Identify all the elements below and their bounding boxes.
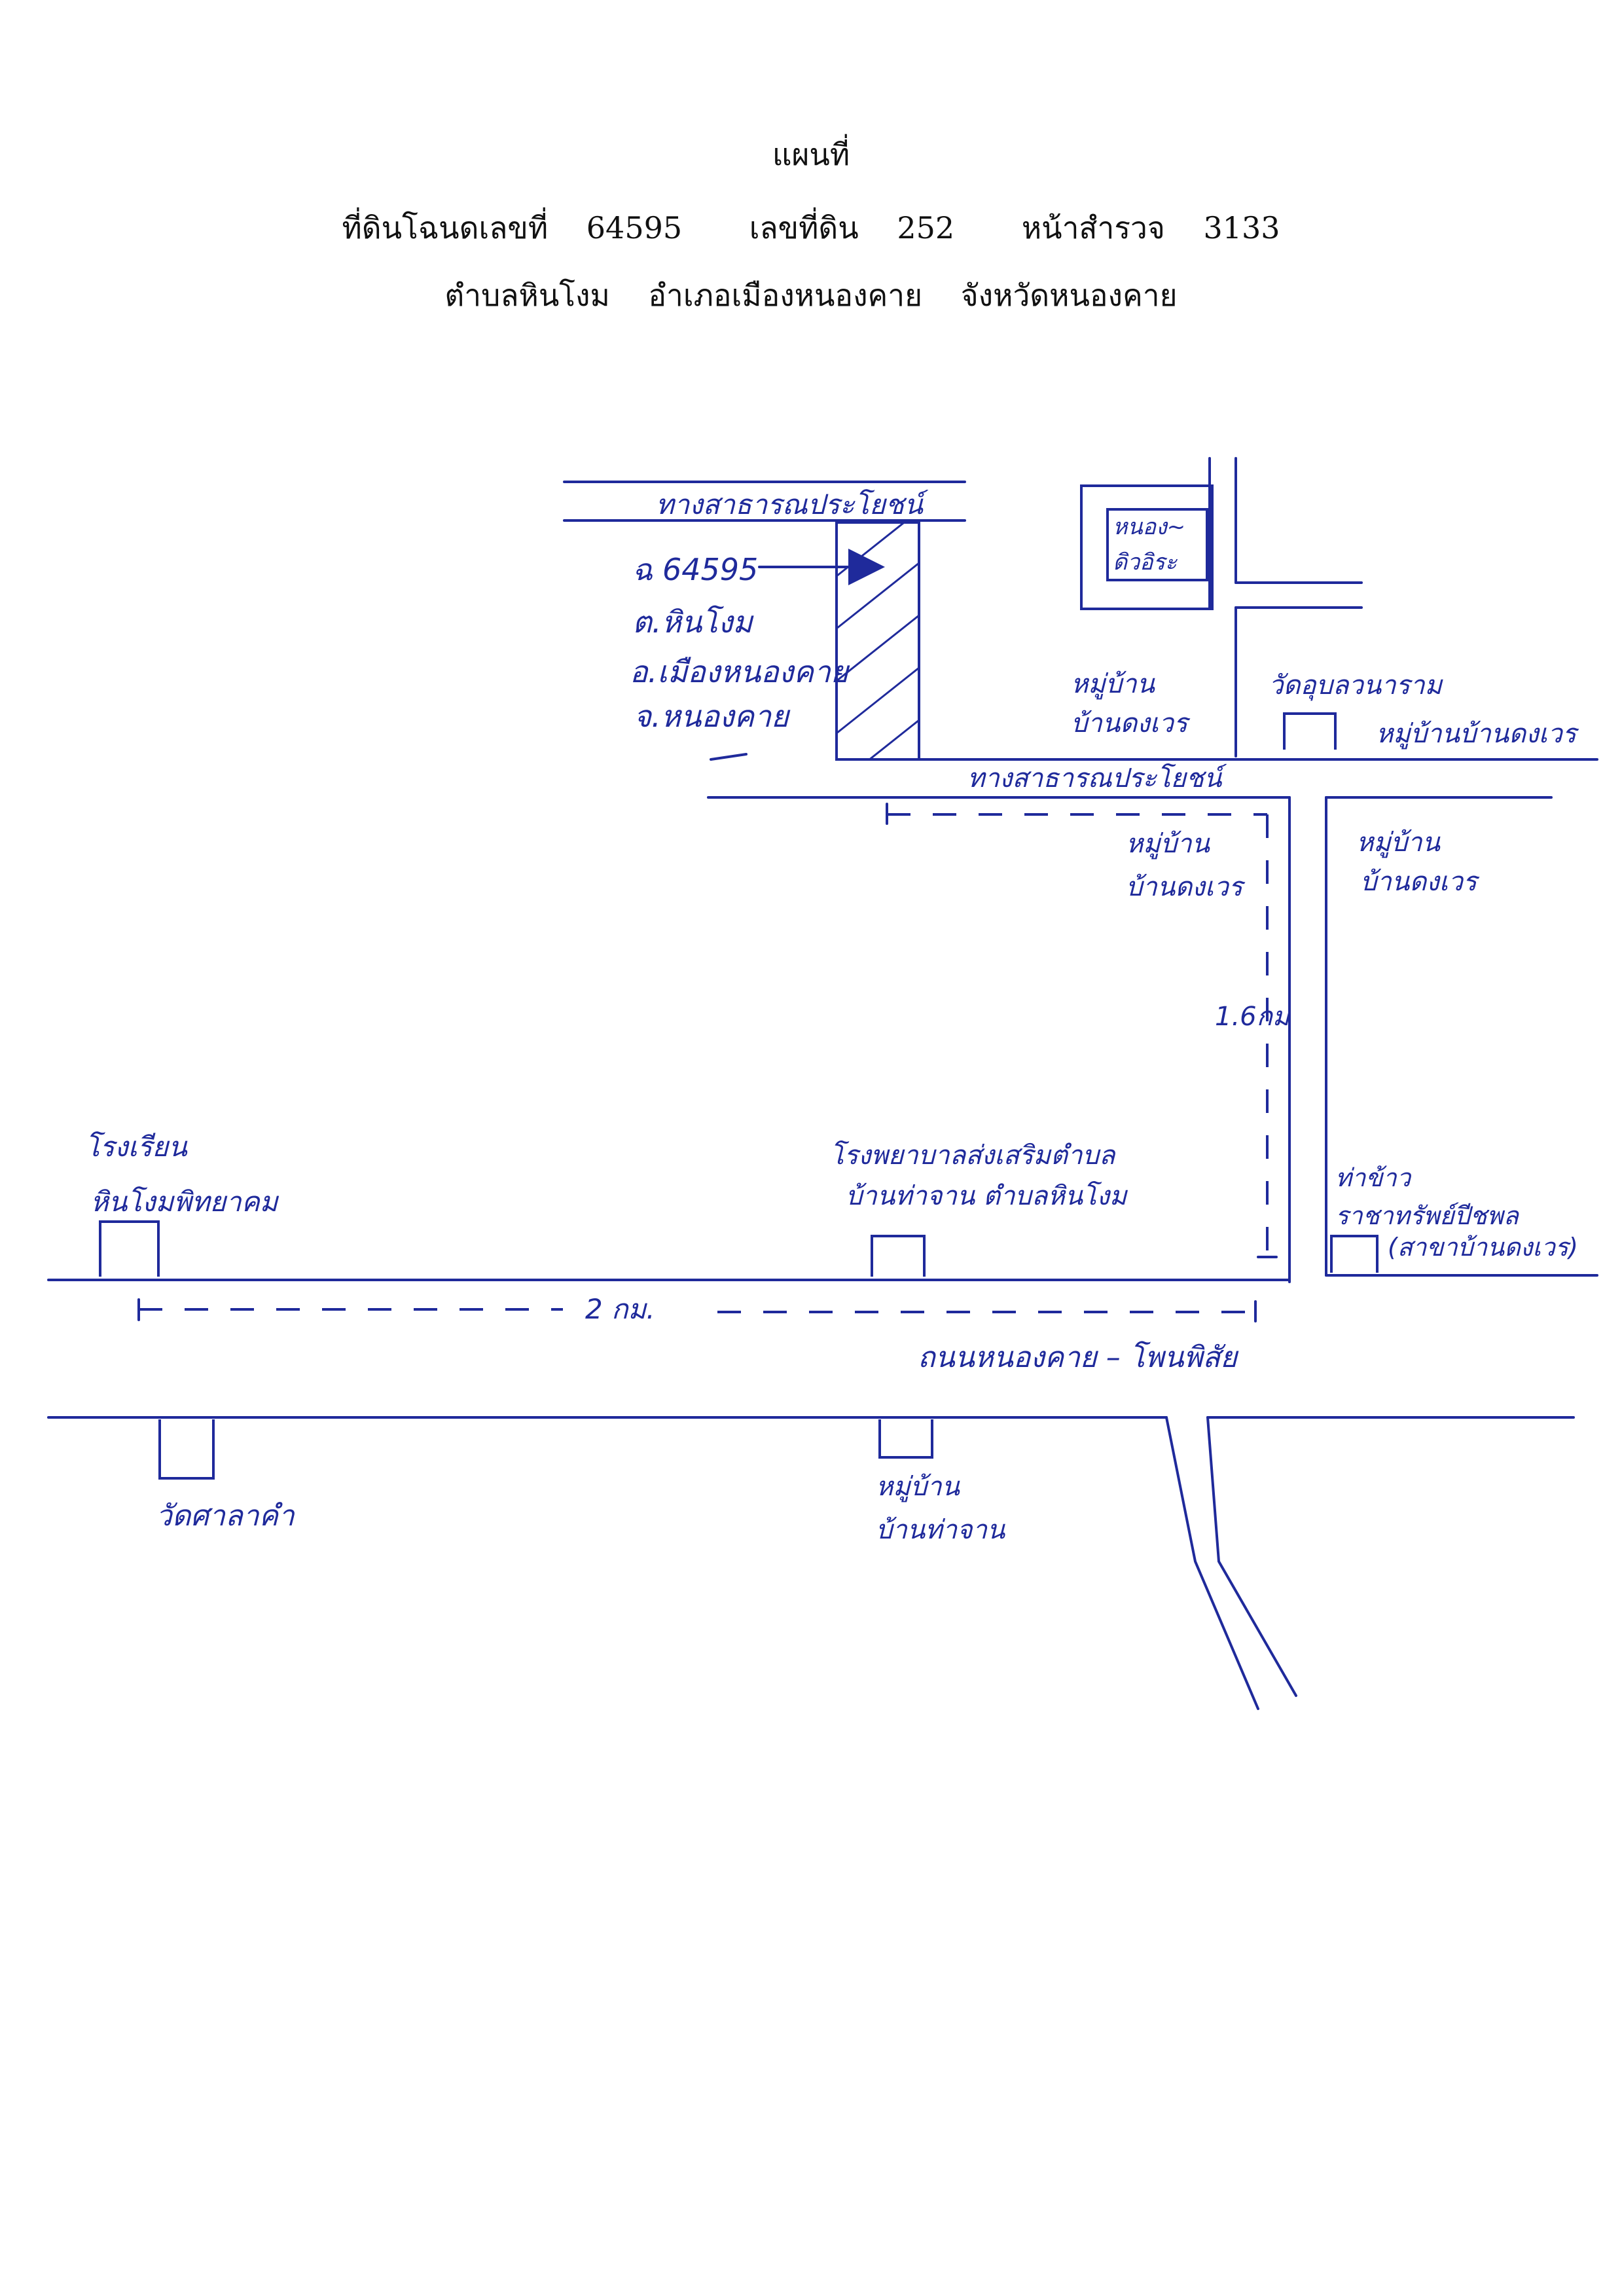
south-road-east-edge bbox=[1206, 1416, 1297, 1697]
label-coop-line1: ท่าข้าว bbox=[1335, 1163, 1413, 1192]
label-school-line2: หินโงมพิทยาคม bbox=[90, 1186, 279, 1218]
label-pond-line1: หนอง~ bbox=[1113, 514, 1185, 540]
title-text: แผนที่ bbox=[772, 137, 850, 172]
land-number: 252 bbox=[897, 210, 955, 246]
province-text: จังหวัดหนองคาย bbox=[960, 278, 1178, 313]
label-parcel-line4: จ.หนองคาย bbox=[634, 699, 791, 734]
document-title: แผนที่ bbox=[0, 131, 1622, 179]
label-distance-vertical: 1.6กม bbox=[1215, 1002, 1291, 1032]
label-distance-horizontal: 2 กม. bbox=[585, 1293, 655, 1325]
label-pond-line2: ดิวอิระ bbox=[1113, 549, 1178, 575]
deed-label: ที่ดินโฉนดเลขที่ bbox=[342, 210, 549, 246]
label-road-public-top: ทางสาธารณประโยชน์ bbox=[656, 488, 928, 520]
label-parcel-line3: อ.เมืองหนองคาย bbox=[630, 654, 850, 689]
stroke-parcel-left bbox=[710, 753, 748, 761]
label-village-e-line2: บ้านท่าจาน bbox=[876, 1515, 1006, 1545]
label-school-line1: โรงเรียน bbox=[85, 1131, 188, 1163]
hospital-building bbox=[871, 1235, 926, 1277]
school-building bbox=[99, 1220, 160, 1277]
label-temple-bottom: วัดศาลาคำ bbox=[156, 1499, 295, 1533]
temple-bottom-building bbox=[158, 1419, 215, 1480]
label-village-d-line2: บ้านดงเวร bbox=[1360, 867, 1480, 897]
label-temple-top: วัดอุบลวนาราม bbox=[1269, 670, 1444, 701]
deed-info-line: ที่ดินโฉนดเลขที่ 64595 เลขที่ดิน 252 หน้… bbox=[0, 204, 1622, 252]
survey-label: หน้าสำรวจ bbox=[1021, 210, 1165, 246]
label-village-a-line2: บ้านดงเวร bbox=[1071, 708, 1191, 738]
pond-block-outer bbox=[1080, 484, 1214, 610]
pond-label-box bbox=[1106, 508, 1208, 581]
label-parcel-line1: ฉ 64595 bbox=[632, 552, 758, 587]
label-hospital-line2: บ้านท่าจาน ตำบลหินโงม bbox=[846, 1180, 1128, 1211]
label-village-b: หมู่บ้านบ้านดงเวร bbox=[1376, 719, 1579, 750]
temple-top-building bbox=[1283, 712, 1337, 750]
subdistrict-text: ตำบลหินโงม bbox=[444, 278, 610, 313]
label-parcel-line2: ต.หินโงม bbox=[632, 604, 754, 640]
label-village-e-line1: หมู่บ้าน bbox=[876, 1472, 961, 1503]
label-village-a-line1: หมู่บ้าน bbox=[1071, 669, 1156, 700]
label-coop-line2: ราชาทรัพย์ปีชพล bbox=[1335, 1201, 1520, 1230]
survey-number: 3133 bbox=[1203, 210, 1280, 246]
parcel-hatching bbox=[837, 522, 919, 759]
label-village-d-line1: หมู่บ้าน bbox=[1356, 828, 1441, 858]
deed-number: 64595 bbox=[586, 210, 683, 246]
location-line: ตำบลหินโงม อำเภอเมืองหนองคาย จังหวัดหนอง… bbox=[0, 272, 1622, 319]
label-coop-line3: (สาขาบ้านดงเวร) bbox=[1388, 1233, 1578, 1262]
district-text: อำเภอเมืองหนองคาย bbox=[648, 278, 923, 313]
label-village-c-line1: หมู่บ้าน bbox=[1126, 829, 1211, 860]
label-village-c-line2: บ้านดงเวร bbox=[1126, 872, 1246, 902]
coop-building bbox=[1330, 1235, 1379, 1273]
label-hospital-line1: โรงพยาบาลส่งเสริมตำบล bbox=[830, 1140, 1117, 1171]
label-main-road: ถนนหนองคาย – โพนพิสัย bbox=[918, 1341, 1239, 1374]
village-e-building bbox=[878, 1419, 933, 1459]
land-label: เลขที่ดิน bbox=[749, 210, 859, 246]
south-road-west-edge bbox=[1165, 1416, 1259, 1710]
label-road-public-mid: ทางสาธารณประโยชน์ bbox=[967, 763, 1227, 793]
